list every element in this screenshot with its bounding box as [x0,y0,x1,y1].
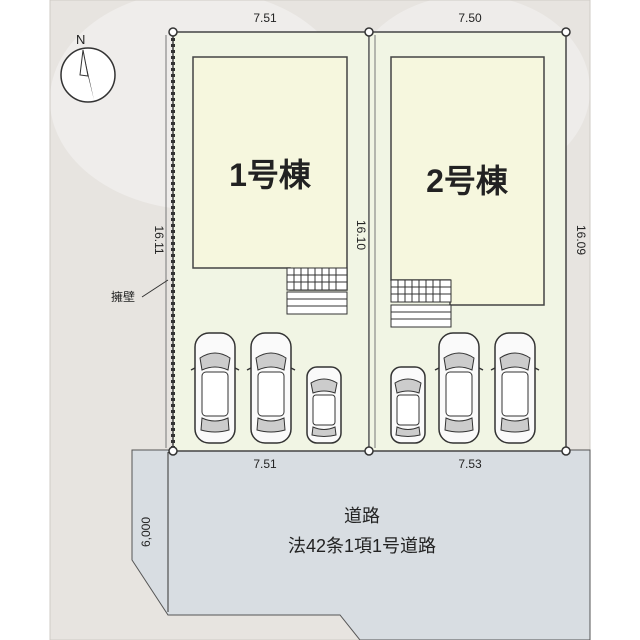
porch-2 [390,279,452,328]
lot-1-left-depth: 16.11 [152,225,166,254]
compass-north-label: N [76,32,85,47]
lot-2-bottom-width: 7.53 [458,457,482,471]
road-width-label: 6,000 [139,517,153,547]
boundary-markers [168,27,571,456]
building-2-label: 2号棟 [426,163,509,199]
road-type: 法42条1項1号道路 [288,536,436,556]
lot-2-right-depth: 16.09 [574,225,588,255]
retaining-wall-label: 擁壁 [111,289,135,304]
frame [49,0,591,640]
porch-1 [286,267,348,315]
parking-car [434,332,484,444]
building-1-label: 1号棟 [229,157,312,193]
road-name: 道路 [344,506,380,526]
lot-1-right-depth: 16.10 [354,220,368,250]
lot-1-top-width: 7.51 [253,11,277,25]
retaining-wall-leader [141,279,169,298]
lot-2-top-width: 7.50 [458,11,482,25]
parking-car [490,332,540,444]
parking-car [190,332,240,444]
parking-compact-car [306,366,342,444]
north-compass-icon: N [60,32,116,103]
parking-car [246,332,296,444]
road-area [131,449,591,640]
lot-1-bottom-width: 7.51 [253,457,277,471]
parking-compact-car [390,366,426,444]
